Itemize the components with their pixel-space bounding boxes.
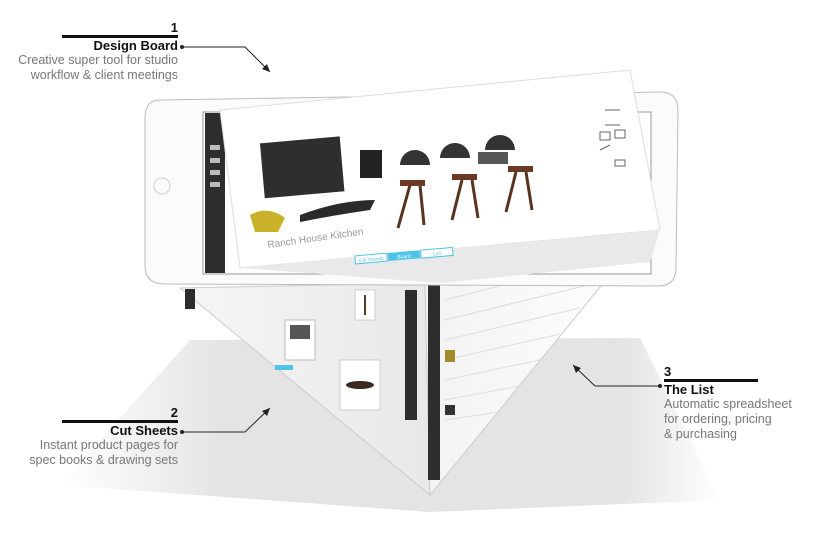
callout-number: 2: [170, 405, 178, 420]
board-toolbar[interactable]: [599, 109, 626, 167]
callout-number: 1: [170, 20, 178, 35]
callout-cut-sheets: 2 Cut Sheets Instant product pages for s…: [0, 405, 178, 468]
design-board: Ranch House Kitchen Cut Sheets Board Lis…: [219, 69, 661, 283]
board-sidebar: [205, 113, 225, 273]
callout-the-list: 3 The List Automatic spreadsheet for ord…: [664, 364, 814, 442]
tab-board[interactable]: [387, 250, 421, 262]
divider: [62, 420, 178, 423]
tab-label: List: [433, 251, 442, 258]
callout-desc: Instant product pages for: [39, 438, 178, 452]
callout-desc: & purchasing: [664, 427, 737, 441]
callout-title: The List: [664, 382, 714, 397]
callout-desc: spec books & drawing sets: [29, 453, 178, 467]
callout-title: Cut Sheets: [110, 423, 178, 438]
divider: [62, 35, 178, 38]
callout-desc: for ordering, pricing: [664, 412, 772, 426]
tab-cut-sheets[interactable]: [354, 252, 388, 265]
tab-list[interactable]: [420, 246, 454, 259]
callout-desc: workflow & client meetings: [30, 68, 178, 82]
callout-desc: Automatic spreadsheet: [664, 397, 792, 411]
divider: [664, 379, 758, 382]
callout-number: 3: [664, 364, 672, 379]
leader-lines: [182, 46, 660, 433]
callout-design-board: 1 Design Board Creative super tool for s…: [0, 20, 178, 83]
tab-label: Board: [397, 254, 411, 261]
home-button[interactable]: [153, 177, 171, 195]
tab-label: Cut Sheets: [359, 256, 385, 264]
callout-title: Design Board: [93, 38, 178, 53]
callout-desc: Creative super tool for studio: [18, 53, 178, 67]
cut-sheets-face: [178, 282, 431, 497]
the-list-face: [424, 231, 647, 497]
